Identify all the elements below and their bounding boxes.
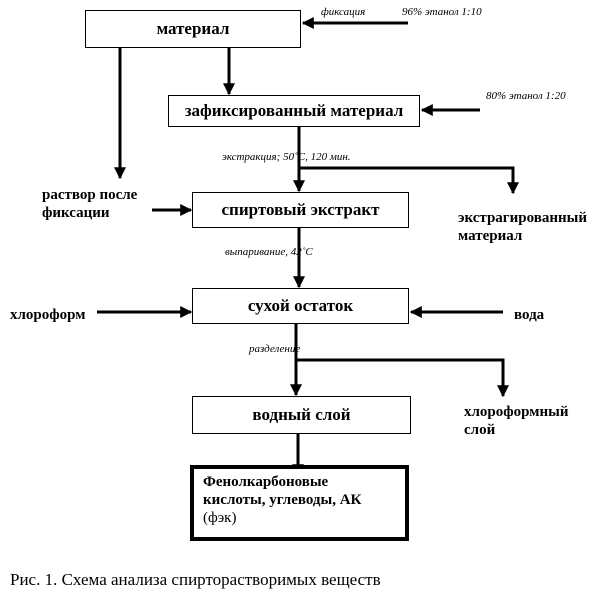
figure-caption: Рис. 1. Схема анализа спирторастворимых … — [10, 570, 381, 589]
label-extracted-material-line2: материал — [458, 228, 523, 244]
label-chloroform-layer-line2: слой — [464, 422, 496, 438]
label-fixation-solution-line1: раствор после — [42, 187, 138, 203]
box-water-layer: водный слой — [192, 396, 411, 434]
box-dry-residue: сухой остаток — [192, 288, 409, 324]
label-extracted-material: экстрагированный материал — [458, 209, 587, 245]
final-line-3: (фэк) — [203, 510, 237, 526]
final-line-2: кислоты, углеводы, АК — [203, 492, 362, 508]
line-split-layers — [296, 358, 509, 398]
note-fixation: фиксация — [321, 6, 366, 18]
note-extraction: экстракция; 50˚С, 120 мин. — [222, 151, 351, 163]
label-chloroform-layer: хлороформный слой — [464, 403, 568, 439]
label-chloroform-layer-line1: хлороформный — [464, 404, 569, 420]
final-line-1: Фенолкарбоновые — [203, 474, 329, 490]
label-extracted-material-line1: экстрагированный — [458, 210, 587, 226]
note-ethanol80: 80% этанол 1:20 — [486, 90, 566, 102]
box-final-products: Фенолкарбоновые кислоты, углеводы, АК (ф… — [190, 465, 409, 541]
label-fixation-solution: раствор после фиксации — [42, 186, 137, 222]
label-water: вода — [514, 307, 545, 323]
note-separation: разделение — [249, 343, 301, 355]
label-fixation-solution-line2: фиксации — [42, 205, 110, 221]
label-chloroform: хлороформ — [10, 307, 86, 323]
box-fixed-material: зафиксированный материал — [168, 95, 420, 127]
box-material: материал — [85, 10, 301, 48]
box-spirit-extract: спиртовый экстракт — [192, 192, 409, 228]
note-evaporation: выпаривание, 42˚С — [225, 246, 313, 258]
note-ethanol96: 96% этанол 1:10 — [402, 6, 482, 18]
line-split-extract — [299, 166, 519, 195]
